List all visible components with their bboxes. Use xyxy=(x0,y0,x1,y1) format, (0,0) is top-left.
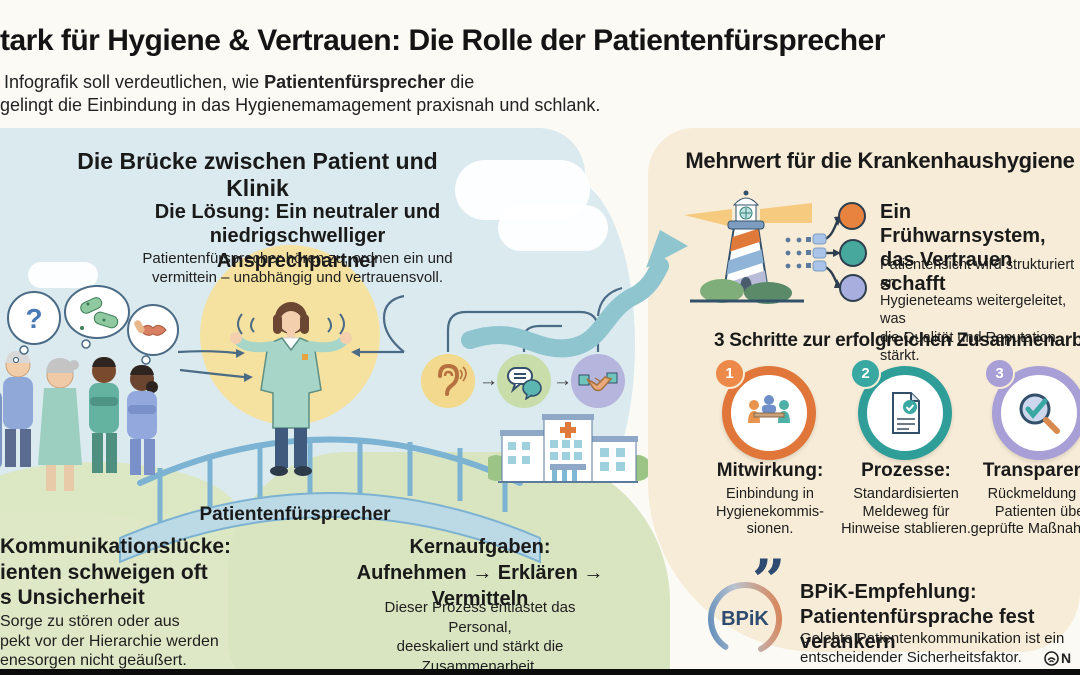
thought-bubbles: ? xyxy=(7,285,179,365)
page-title: tark für Hygiene & Vertrauen: Die Rolle … xyxy=(0,24,885,57)
warning-system-body: Patientensicht wird strukturiert an Hygi… xyxy=(880,257,1075,364)
signal-dots xyxy=(785,233,827,272)
value-section-heading: Mehrwert für die Krankenhaushygiene xyxy=(685,148,1075,173)
green-blob-tasks xyxy=(228,452,670,675)
chat-bubbles-icon xyxy=(497,354,551,408)
question-bubble-icon: ? xyxy=(25,303,42,334)
steps-heading: 3 Schritte zur erfolgreichen Zusammenarb… xyxy=(714,330,1080,351)
communication-gap-title: Kommunikationslücke: ienten schweigen of… xyxy=(0,535,232,610)
tasks-body: Dieser Prozess entlastet das Personal, d… xyxy=(384,599,576,675)
sound-waves-icon xyxy=(237,313,345,335)
step-1-title: Mitwirkung: xyxy=(716,460,824,481)
step-3-title: Transparenz: xyxy=(982,460,1080,481)
step-arrow-icon: → xyxy=(479,370,498,391)
flow-arrow-shape xyxy=(461,257,669,358)
cloud-icon xyxy=(498,205,608,251)
document-check-icon xyxy=(858,366,952,460)
solution-title: Die Lösung: Ein neutraler und niedrigsch… xyxy=(154,201,441,272)
ear-icon xyxy=(421,354,475,408)
patient-group-illustration xyxy=(0,351,158,491)
bottom-bar xyxy=(0,669,1080,675)
step-1-body: Einbindung in Hygienekommis- sionen. xyxy=(716,486,824,538)
page-subtitle-line1: Infografik soll verdeutlichen, wie Patie… xyxy=(4,72,475,92)
watermark-icon xyxy=(1044,650,1059,666)
bridge-section-heading: Die Brücke zwischen Patient und Klinik xyxy=(77,148,438,201)
step-2-title: Prozesse: xyxy=(861,460,951,481)
lips-bubble-icon xyxy=(134,320,167,336)
step-1-number: 1 xyxy=(714,358,745,389)
watermark: N xyxy=(1044,650,1071,666)
bpik-logo-text: BPiK xyxy=(721,608,769,630)
lighthouse-icon xyxy=(684,190,812,304)
bridge-illustration xyxy=(119,436,541,564)
step-2-number: 2 xyxy=(850,358,881,389)
step-2-body: Standardisierten Meldeweg für Hinweise s… xyxy=(841,486,971,538)
cloud-icon xyxy=(28,262,98,288)
tasks-title: Kernaufgaben: Aufnehmen → Erklären → Ver… xyxy=(356,536,604,610)
step-3-body: Rückmeldung an Patienten über geprüfte M… xyxy=(970,486,1080,538)
page-subtitle-line2: gelingt die Einbindung in das Hygienemam… xyxy=(0,95,601,115)
signal-dot-teal xyxy=(839,239,867,267)
advocate-label: Patientenfürsprecher xyxy=(199,504,391,525)
signal-dot-purple xyxy=(839,274,867,302)
warning-system-title: Ein Frühwarnsystem, das Vertrauen schaff… xyxy=(880,201,1046,295)
quote-icon: ” xyxy=(752,547,786,615)
communication-gap-body: Sorge zu stören oder aus pekt vor der Hi… xyxy=(0,613,219,670)
handshake-icon xyxy=(571,354,625,408)
advocate-illustration xyxy=(230,302,352,476)
step-3-circle: 3 xyxy=(984,358,1080,462)
patient-arrow xyxy=(177,350,237,355)
flow-arrowhead xyxy=(646,230,688,268)
step-3-number: 3 xyxy=(984,358,1015,389)
signal-dot-orange xyxy=(838,202,866,230)
step-1-circle: 1 xyxy=(714,358,818,462)
hospital-icon xyxy=(488,414,648,483)
solution-body: Patientenfürsprecher hören zu, ordnen ei… xyxy=(142,250,453,286)
bpik-logo: BPiK xyxy=(700,572,790,662)
recommendation-body: Gelebte Patientenkommunikation ist ein e… xyxy=(800,630,1065,666)
step-2-circle: 2 xyxy=(850,358,954,462)
tasks-flow: Aufnehmen → Erklären → Vermitteln xyxy=(356,562,604,610)
recommendation-title: BPiK-Empfehlung: Patientenfürsprache fes… xyxy=(800,581,1035,653)
germs-bubble-icon xyxy=(80,297,119,330)
step-arrow-icon: → xyxy=(553,370,572,391)
